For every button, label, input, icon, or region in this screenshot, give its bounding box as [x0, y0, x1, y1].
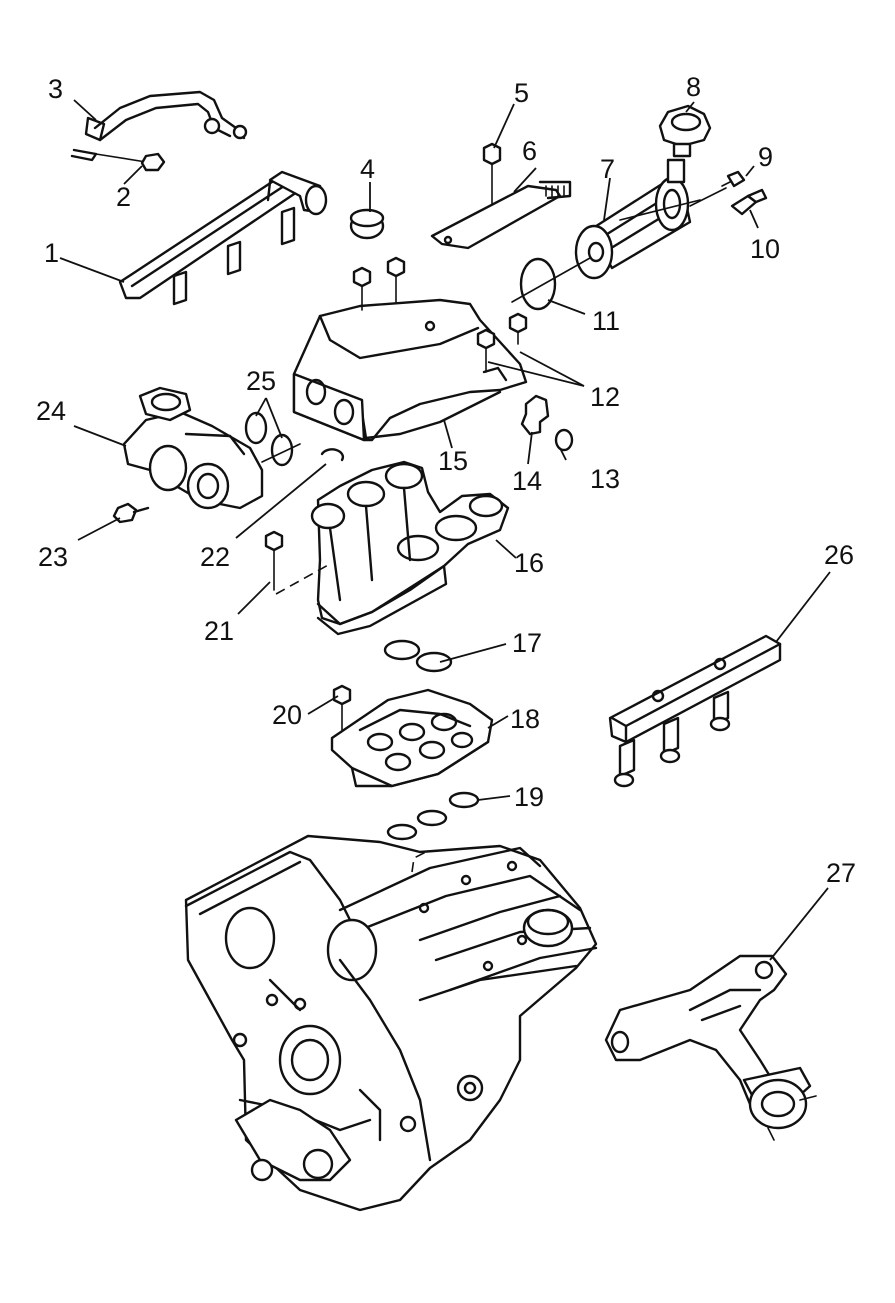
- callout-16: 16: [514, 548, 544, 578]
- callout-labels: 3 2 1 4 5 6 7 8 9 10 11 12 13 14 15 16 1…: [36, 72, 856, 888]
- callout-17: 17: [512, 628, 542, 658]
- part-24-throttle-body: [122, 386, 301, 510]
- part-9-fitting: [721, 170, 746, 188]
- callout-8: 8: [686, 72, 701, 102]
- callout-20: 20: [272, 700, 302, 730]
- part-3-fuel-pipes: [70, 90, 248, 162]
- callout-18: 18: [510, 704, 540, 734]
- callout-23: 23: [38, 542, 68, 572]
- part-18-manifold-plate: [330, 688, 494, 788]
- part-11-seal: [511, 257, 591, 311]
- callout-6: 6: [522, 136, 537, 166]
- callout-19: 19: [514, 782, 544, 812]
- callout-26: 26: [824, 540, 854, 570]
- callout-22: 22: [200, 542, 230, 572]
- part-15-upper-intake-plenum: [292, 298, 528, 442]
- part-19-gaskets: [386, 791, 480, 841]
- part-27-exhaust-manifold: [604, 954, 817, 1141]
- part-25-gaskets: [244, 411, 294, 467]
- callout-14: 14: [512, 466, 542, 496]
- callout-10: 10: [750, 234, 780, 264]
- part-6-bracket: [430, 180, 572, 250]
- part-4-plug: [349, 208, 385, 240]
- callout-25: 25: [246, 366, 276, 396]
- part-17-gaskets: [383, 639, 453, 673]
- callout-12: 12: [590, 382, 620, 412]
- part-12-bolts: [476, 312, 528, 373]
- callout-27: 27: [826, 858, 856, 888]
- engine-block: [184, 834, 598, 1212]
- callout-9: 9: [758, 142, 773, 172]
- callout-15: 15: [438, 446, 468, 476]
- plenum-bolts: [352, 256, 406, 311]
- callout-3: 3: [48, 74, 63, 104]
- callout-5: 5: [514, 78, 529, 108]
- part-2-bolt: [95, 152, 166, 172]
- leader-lines: [59, 99, 831, 961]
- callout-13: 13: [590, 464, 620, 494]
- part-26-ignition-coil: [608, 634, 782, 788]
- part-14-sensor: [520, 394, 550, 436]
- part-20-bolt: [332, 684, 352, 731]
- callout-2: 2: [116, 182, 131, 212]
- part-13-oring: [554, 428, 574, 452]
- part-16-lower-intake-manifold: [310, 460, 510, 636]
- part-21-bolt: [264, 530, 331, 595]
- part-7-regulator-canister: [574, 158, 727, 280]
- callout-21: 21: [204, 616, 234, 646]
- part-22-oring: [320, 448, 345, 462]
- callout-7: 7: [600, 154, 615, 184]
- part-8-pressure-damper: [658, 104, 712, 158]
- callout-4: 4: [360, 154, 375, 184]
- part-10-fitting: [730, 188, 768, 216]
- callout-11: 11: [592, 306, 620, 336]
- callout-1: 1: [44, 238, 59, 268]
- part-1-fuel-rail: [118, 170, 328, 306]
- callout-24: 24: [36, 396, 66, 426]
